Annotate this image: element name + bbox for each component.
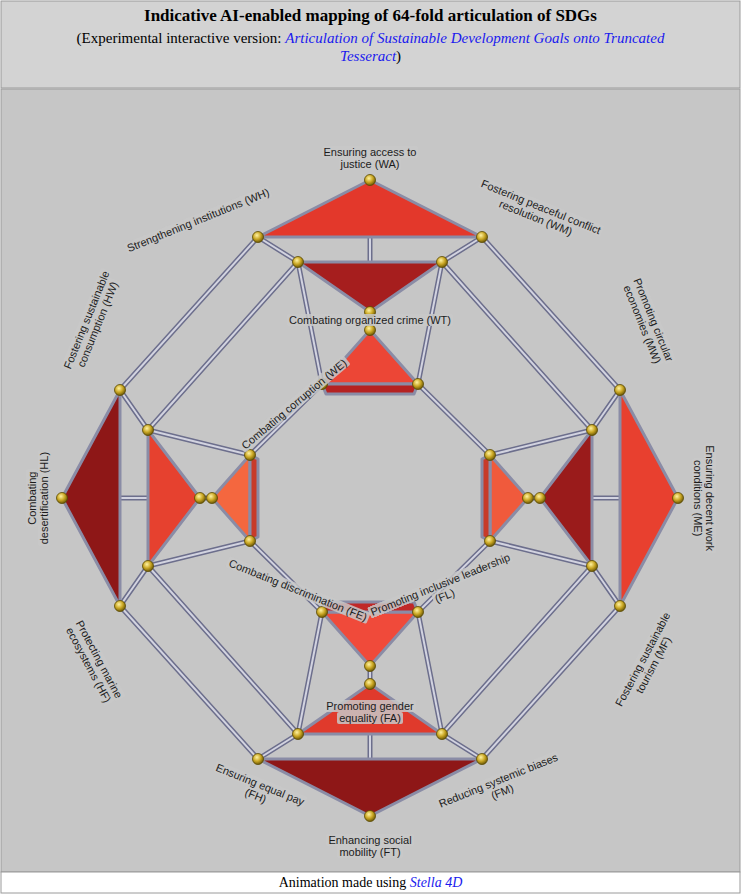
- subtitle-text: ): [396, 48, 401, 64]
- subtitle-holder: (Experimental interactive version: Artic…: [71, 29, 671, 65]
- label-text: Enhancing social mobility (FT): [326, 834, 413, 858]
- link-text: Articulation of Sustainable Development …: [285, 30, 664, 64]
- caption-text: Animation made using: [279, 875, 407, 890]
- wireframe: [62, 180, 678, 816]
- label-text: Promoting gender equality (FA): [324, 700, 415, 724]
- title-holder: Indicative AI-enabled mapping of 64-fold…: [101, 6, 641, 26]
- link-text: Stella 4D: [410, 875, 463, 890]
- label-text: Ensuring access to justice (WA): [322, 146, 419, 170]
- header: Indicative AI-enabled mapping of 64-fold…: [0, 6, 741, 65]
- vertex-label: Combating organized crime (WT): [283, 314, 458, 326]
- vertex-label: Combating desertification (HL): [26, 438, 50, 558]
- vertex-label: Ensuring access to justice (WA): [310, 146, 430, 170]
- vertex-label: Promoting gender equality (FA): [315, 700, 425, 724]
- diagram-title: Indicative AI-enabled mapping of 64-fold…: [144, 6, 597, 25]
- vertex-label: Ensuring decent work conditions (ME): [692, 433, 716, 563]
- vertex-label: Enhancing social mobility (FT): [315, 834, 425, 858]
- label-text: Combating desertification (HL): [26, 450, 50, 546]
- label-text: Ensuring decent work conditions (ME): [692, 443, 716, 553]
- vertex-dots: [57, 175, 684, 822]
- footer: Animation made using Stella 4D: [0, 874, 741, 892]
- label-text: Combating organized crime (WT): [287, 314, 453, 326]
- triangular-faces: [62, 180, 678, 816]
- subtitle-text: (Experimental interactive version:: [77, 30, 282, 46]
